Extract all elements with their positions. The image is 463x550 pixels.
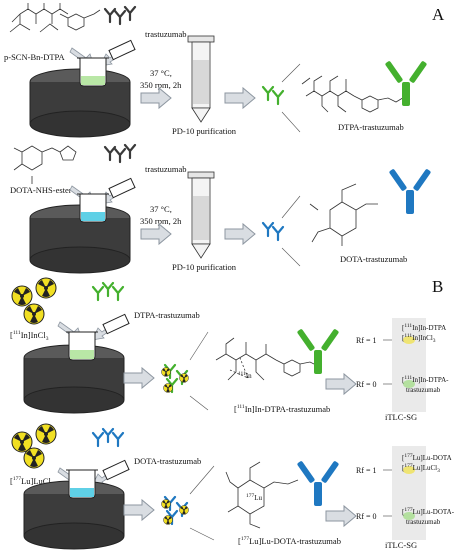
conditions-temp-a2: 37 °C, xyxy=(150,204,172,214)
tube-icon-b1 xyxy=(102,313,130,335)
rf0-label-b2: Rf = 0 xyxy=(356,512,377,521)
panel-a-row2: DOTA-NHS-ester trastuzumab 37 °C, 350 rp… xyxy=(10,143,432,274)
zoom-line-b1-top xyxy=(189,331,209,361)
itlc-label-b1: iTLC-SG xyxy=(385,412,417,422)
tube-icon-a2 xyxy=(108,177,136,199)
arrow-a2-step1 xyxy=(140,223,172,245)
itlc-strip-b1 xyxy=(383,318,426,412)
arrow-a1-step1 xyxy=(140,87,172,109)
arrow-b2-step2 xyxy=(325,505,357,527)
arrow-b2-step1 xyxy=(123,499,155,521)
rf0-species2-b2: trastuzumab xyxy=(406,518,441,526)
rf0-species1-b2: [177Lu]Lu-DOTA- xyxy=(402,507,455,516)
radiation-icons-b1 xyxy=(11,277,57,325)
blue-antibodies-b2 xyxy=(91,427,125,448)
isotope-label-b1: [111In]InCl3 xyxy=(10,330,49,342)
dtpa-trastuzumab-structure xyxy=(301,75,407,113)
zoom-line-a2-bottom xyxy=(281,247,301,267)
radiation-icon xyxy=(35,277,57,299)
lu-dota-complex-structure xyxy=(225,461,299,529)
zoom-line-b2-bottom xyxy=(189,527,215,541)
tube-icon-b2 xyxy=(102,459,130,481)
green-antibodies-small-a1 xyxy=(261,85,285,106)
metal-center-label-b2: 177Lu xyxy=(246,493,263,502)
beaker-b2 xyxy=(65,469,99,499)
itlc-label-b2: iTLC-SG xyxy=(385,540,417,550)
radiolabeled-antibodies-b1 xyxy=(161,363,189,394)
radiation-icon xyxy=(23,447,45,469)
rf1-species2-b2: [177Lu]LuCl3 xyxy=(402,463,440,474)
conditions-rpm-a1: 350 rpm, 2h xyxy=(140,80,182,90)
dtpa-trastuzumab-label: DTPA-trastuzumab xyxy=(338,122,404,132)
radiation-icon xyxy=(179,505,189,515)
zoom-line-a1-bottom xyxy=(281,111,301,133)
panel-b-row1: [111In]InCl3 DTPA-trastuzumab xyxy=(10,277,449,422)
tube-icon-a1 xyxy=(108,39,136,61)
panel-a-letter: A xyxy=(432,5,445,24)
dota-ester-label: DOTA-NHS-ester xyxy=(10,185,72,195)
in-dtpa-complex-structure xyxy=(215,337,319,381)
product-label-b2: [177Lu]Lu-DOTA-trastuzumab xyxy=(238,536,341,546)
radiation-icon xyxy=(35,423,57,445)
conjugate-label-b1: DTPA-trastuzumab xyxy=(134,310,200,320)
radiation-icon xyxy=(23,303,45,325)
trastuzumab-label-a2: trastuzumab xyxy=(145,164,187,174)
dota-trastuzumab-antibody xyxy=(388,168,432,214)
rf0-species2-b1: trastuzumab xyxy=(406,386,441,394)
panel-a-row1: p-SCN-Bn-DTPA trastuzumab 37 °C, 350 rpm… xyxy=(4,3,428,138)
radiation-icon xyxy=(163,515,173,525)
arrow-a2-step2 xyxy=(224,223,256,245)
zoom-line-a1-top xyxy=(281,63,301,83)
product-label-b1: [111In]In-DTPA-trastuzumab xyxy=(234,404,330,414)
blue-antibodies-small-a2 xyxy=(261,221,285,242)
rf1-label-b2: Rf = 1 xyxy=(356,466,377,475)
pd10-column-a1 xyxy=(187,35,215,123)
dtpa-reagent-label: p-SCN-Bn-DTPA xyxy=(4,52,65,62)
radiation-icon xyxy=(163,383,173,393)
pd10-label-a2: PD-10 purification xyxy=(172,262,237,272)
zoom-line-b1-bottom xyxy=(189,395,209,411)
radiation-icon xyxy=(161,367,171,377)
rf1-species1-b2: [177Lu]Lu-DOTA xyxy=(402,453,452,462)
rf1-species1-b1: [111In]In-DTPA xyxy=(402,323,446,332)
dota-ester-structure xyxy=(13,145,77,184)
zoom-line-b2-top xyxy=(189,465,215,495)
dtpa-reagent-structure xyxy=(9,3,101,33)
metal-center-label-b1: 111In xyxy=(238,371,252,380)
trastuzumab-icons-a2 xyxy=(103,143,137,164)
rf0-label-b1: Rf = 0 xyxy=(356,380,377,389)
rf1-species2-b1: [111In]InCl3 xyxy=(402,333,436,344)
beaker-b1 xyxy=(65,331,99,361)
dota-trastuzumab-label: DOTA-trastuzumab xyxy=(340,254,407,264)
pd10-column-a2 xyxy=(187,171,215,259)
arrow-a1-step2 xyxy=(224,87,256,109)
beaker-a1 xyxy=(76,57,110,87)
beaker-a2 xyxy=(76,193,110,223)
radiation-icon xyxy=(179,373,189,383)
conditions-temp-a1: 37 °C, xyxy=(150,68,172,78)
rf1-label-b1: Rf = 1 xyxy=(356,336,377,345)
arrow-b1-step1 xyxy=(123,367,155,389)
rf0-species1-b1: [111In]In-DTPA- xyxy=(402,375,449,384)
radiation-icons-b2 xyxy=(11,423,57,469)
radiolabeled-antibodies-b2 xyxy=(161,495,189,526)
panel-b-row2: [177Lu]LuCl3 DOTA-trastuzumab xyxy=(10,423,455,550)
conditions-rpm-a2: 350 rpm, 2h xyxy=(140,216,182,226)
trastuzumab-label-a1: trastuzumab xyxy=(145,29,187,39)
itlc-strip-b2 xyxy=(383,446,426,540)
radiation-icon xyxy=(11,285,33,307)
zoom-line-a2-top xyxy=(281,195,301,219)
pd10-label-a1: PD-10 purification xyxy=(172,126,237,136)
dota-trastuzumab-structure xyxy=(309,183,378,246)
green-antibodies-b1 xyxy=(91,281,125,302)
in-dtpa-trastuzumab-antibody xyxy=(296,328,340,374)
panel-b-letter: B xyxy=(432,277,443,296)
trastuzumab-icons xyxy=(103,5,137,26)
lu-dota-trastuzumab-antibody xyxy=(296,460,340,506)
conjugate-label-b2: DOTA-trastuzumab xyxy=(134,456,201,466)
arrow-b1-step2 xyxy=(325,373,357,395)
radiation-icon xyxy=(161,499,171,509)
